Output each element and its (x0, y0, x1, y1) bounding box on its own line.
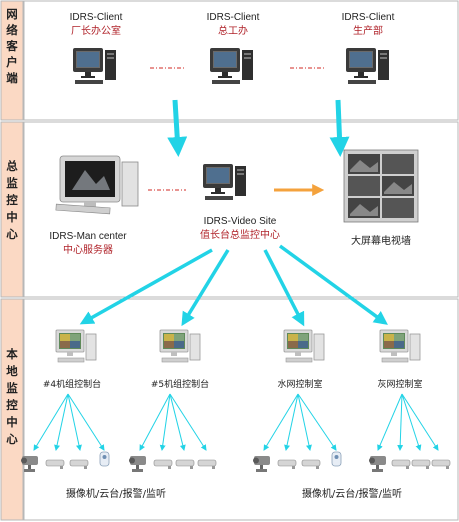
section-client-box (0, 0, 24, 121)
client-title-0: IDRS-Client (70, 12, 123, 23)
section-labels: 网络客户端 总监控中心 本地监控中心 (0, 0, 24, 521)
arrow-center-to-station-3 (278, 244, 388, 325)
arrow-center-to-station-1 (181, 249, 230, 327)
section-center-box (0, 121, 24, 298)
local-stations: #4机组控制台 #5机组控制台 水网控制室 灰网控制室 (43, 329, 423, 390)
center-row: IDRS-Man center 中心服务器 IDRS-Video Site 值长… (49, 149, 419, 256)
video-site-title: IDRS-Video Site (204, 216, 277, 227)
server-name: 中心服务器 (63, 243, 113, 256)
section-local-box (0, 298, 24, 521)
sensor-icon (331, 451, 342, 467)
device-group-label-1: 摄像机/云台/报警/监听 (302, 487, 402, 500)
video-site-name: 值长台总监控中心 (200, 228, 280, 241)
station-label-0: #4机组控制台 (43, 378, 101, 390)
arrow-client2-to-wall (329, 99, 350, 157)
center-to-local-arrows (79, 244, 388, 327)
arrow-center-to-station-0 (79, 248, 213, 325)
client-row: IDRS-Client 厂长办公室 IDRS-Client 总工办 IDRS-C… (70, 12, 395, 84)
section-local-label: 本地监控中心 (6, 347, 18, 446)
station-label-3: 灰网控制室 (377, 378, 422, 390)
section-panels (23, 0, 459, 521)
client-title-1: IDRS-Client (207, 12, 260, 23)
client-name-1: 总工办 (218, 24, 248, 37)
client-to-center-arrows (167, 99, 350, 157)
tv-wall-icon (343, 149, 419, 223)
client-name-0: 厂长办公室 (71, 24, 121, 37)
device-links (33, 393, 439, 451)
server-computer-icon (55, 155, 139, 215)
section-client-label: 网络客户端 (5, 7, 18, 85)
client-title-2: IDRS-Client (342, 12, 395, 23)
device-group-label-0: 摄像机/云台/报警/监听 (66, 487, 166, 500)
field-devices: 摄像机/云台/报警/监听 摄像机/云台/报警/监听 (21, 451, 451, 500)
tv-wall-label: 大屏幕电视墙 (351, 234, 411, 247)
sensor-icon (99, 451, 110, 467)
arrow-center-to-station-2 (263, 249, 305, 327)
station-label-2: 水网控制室 (277, 378, 322, 390)
section-center-label: 总监控中心 (6, 159, 18, 241)
station-label-1: #5机组控制台 (151, 378, 209, 390)
arrow-client0-to-center (167, 99, 188, 157)
server-title: IDRS-Man center (49, 231, 127, 242)
client-name-2: 生产部 (353, 24, 383, 37)
